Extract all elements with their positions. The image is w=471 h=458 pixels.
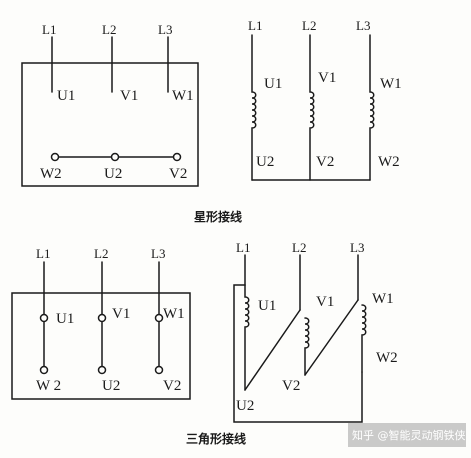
star-coil-line-l3: L3 [356, 18, 370, 33]
delta-coil-line-l3: L3 [350, 240, 364, 255]
terminal-v2 [154, 365, 164, 375]
delta-box-line-l1: L1 [36, 246, 50, 261]
delta-box-term-w1: W1 [163, 306, 185, 322]
coil-v [309, 34, 315, 181]
coil-w [369, 34, 375, 181]
star-box-term-w2: W2 [40, 166, 62, 182]
terminal-box-outline [11, 292, 191, 400]
delta-coil-term-w1: W1 [372, 291, 394, 307]
star-coil-line-l1: L1 [248, 18, 262, 33]
coil-u [244, 284, 250, 391]
coil-w [361, 304, 367, 373]
star-box-term-v1: V1 [120, 88, 138, 104]
star-coil-term-u1: U1 [264, 76, 282, 92]
delta-coil-term-u2: U2 [236, 398, 254, 414]
star-box-term-u1: U1 [57, 88, 75, 104]
coil-v [304, 317, 310, 376]
delta-coil-line-l1: L1 [236, 240, 250, 255]
delta-box-line-l3: L3 [151, 246, 165, 261]
watermark-text: 知乎 @智能灵动钢铁侠 [352, 428, 466, 442]
star-coil-term-v2: V2 [316, 154, 334, 170]
star-coil-diagram [251, 34, 375, 181]
delta-caption: 三角形接线 [186, 431, 246, 446]
terminal-w2 [50, 152, 60, 162]
delta-box-term-v2: V2 [163, 378, 181, 394]
terminal-w2 [39, 365, 49, 375]
star-box-term-u2: U2 [104, 166, 122, 182]
terminal-box-outline [21, 62, 199, 187]
delta-coil-term-u1: U1 [258, 298, 276, 314]
delta-box-term-u1: U1 [56, 311, 74, 327]
star-box-line-l2: L2 [102, 22, 116, 37]
delta-coil-term-v1: V1 [316, 294, 334, 310]
star-coil-term-u2: U2 [256, 154, 274, 170]
return-wire-w2-u1 [233, 284, 363, 423]
star-coil-line-l2: L2 [302, 18, 316, 33]
star-box-term-w1: W1 [172, 88, 194, 104]
star-coil-term-v1: V1 [318, 70, 336, 86]
delta-box-term-w2: W 2 [36, 378, 61, 394]
delta-coil-term-v2: V2 [282, 378, 300, 394]
delta-coil-term-w2: W2 [376, 350, 398, 366]
star-box-line-l3: L3 [158, 22, 172, 37]
delta-coil-diagram [233, 254, 367, 423]
watermark-backdrop [348, 423, 466, 447]
delta-box-term-u2: U2 [102, 378, 120, 394]
terminal-v1 [97, 313, 107, 323]
terminal-u2 [97, 365, 107, 375]
delta-box-line-l2: L2 [94, 246, 108, 261]
terminal-v2 [172, 152, 182, 162]
star-coil-term-w1: W1 [380, 76, 402, 92]
delta-box-term-v1: V1 [112, 306, 130, 322]
star-caption: 星形接线 [194, 209, 242, 224]
star-coil-term-w2: W2 [378, 154, 400, 170]
coil-u [251, 34, 257, 181]
star-terminal-box [21, 36, 199, 187]
delta-coil-line-l2: L2 [292, 240, 306, 255]
terminal-w1 [154, 313, 164, 323]
star-box-term-v2: V2 [169, 166, 187, 182]
terminal-u1 [39, 313, 49, 323]
terminal-u2 [110, 152, 120, 162]
link-v2-w1 [304, 299, 359, 376]
star-box-line-l1: L1 [42, 22, 56, 37]
delta-terminal-box [11, 261, 191, 400]
link-u2-v1 [244, 309, 301, 391]
